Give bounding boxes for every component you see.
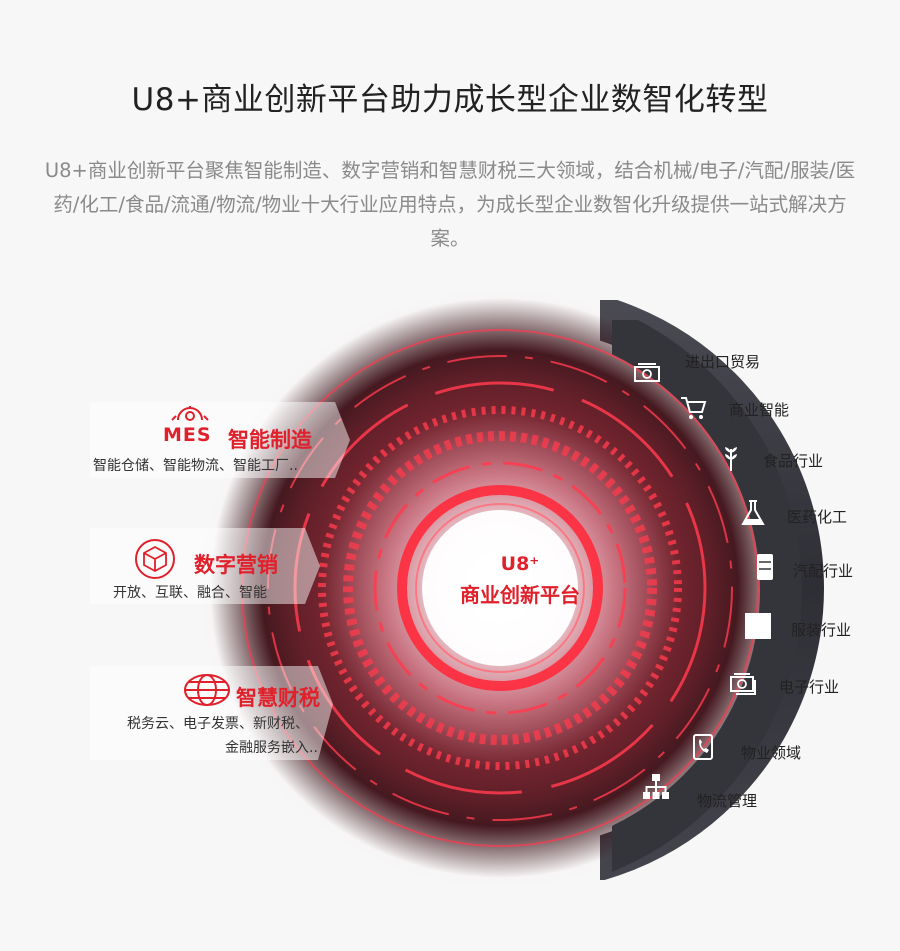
- industry-arc: [600, 300, 824, 880]
- industry-trade: 进出口贸易: [685, 353, 761, 371]
- industry-logistics: 物流管理: [697, 792, 758, 810]
- category-desc-marketing: 开放、互联、融合、智能: [113, 585, 267, 601]
- industry-property: 物业领域: [741, 744, 802, 762]
- category-title-marketing: 数字营销: [194, 553, 278, 577]
- clothing-icon: [745, 613, 771, 639]
- category-desc-finance-line1: 税务云、电子发票、新财税、: [127, 716, 309, 732]
- industry-bi: 商业智能: [729, 401, 790, 419]
- cube-icon: [135, 539, 175, 579]
- page-title: U8+商业创新平台助力成长型企业数智化转型: [131, 82, 769, 118]
- battery-icon: [757, 554, 773, 580]
- wheat-icon: [725, 447, 737, 471]
- center-line1: U8⁺: [500, 553, 540, 575]
- industry-pharma: 医药化工: [787, 508, 848, 526]
- mes-badge: MES: [163, 424, 212, 446]
- industry-auto: 汽配行业: [793, 562, 854, 580]
- device-icon: [730, 673, 756, 695]
- industry-food: 食品行业: [763, 452, 824, 470]
- globe-icon: [184, 674, 230, 706]
- cash-icon: [634, 363, 660, 382]
- category-desc-finance-line2: 金融服务嵌入..: [225, 740, 318, 756]
- phone-icon: [693, 734, 713, 760]
- page-description: U8+商业创新平台聚焦智能制造、数字营销和智慧财税三大领域，结合机械/电子/汽配…: [44, 159, 856, 250]
- cart-icon: [681, 397, 707, 419]
- center-label: U8⁺ 商业创新平台: [440, 553, 600, 608]
- category-title-manufacturing: 智能制造: [228, 428, 312, 452]
- category-title-finance: 智慧财税: [236, 686, 320, 710]
- center-line2: 商业创新平台: [460, 583, 580, 607]
- industry-electronics: 电子行业: [779, 678, 840, 696]
- industry-apparel: 服装行业: [791, 621, 852, 639]
- category-pointers: [90, 402, 350, 760]
- category-desc-manufacturing: 智能仓储、智能物流、智能工厂..: [93, 458, 298, 474]
- network-icon: [643, 774, 669, 799]
- flask-icon: [741, 500, 765, 525]
- gear-mes-icon: [171, 406, 209, 421]
